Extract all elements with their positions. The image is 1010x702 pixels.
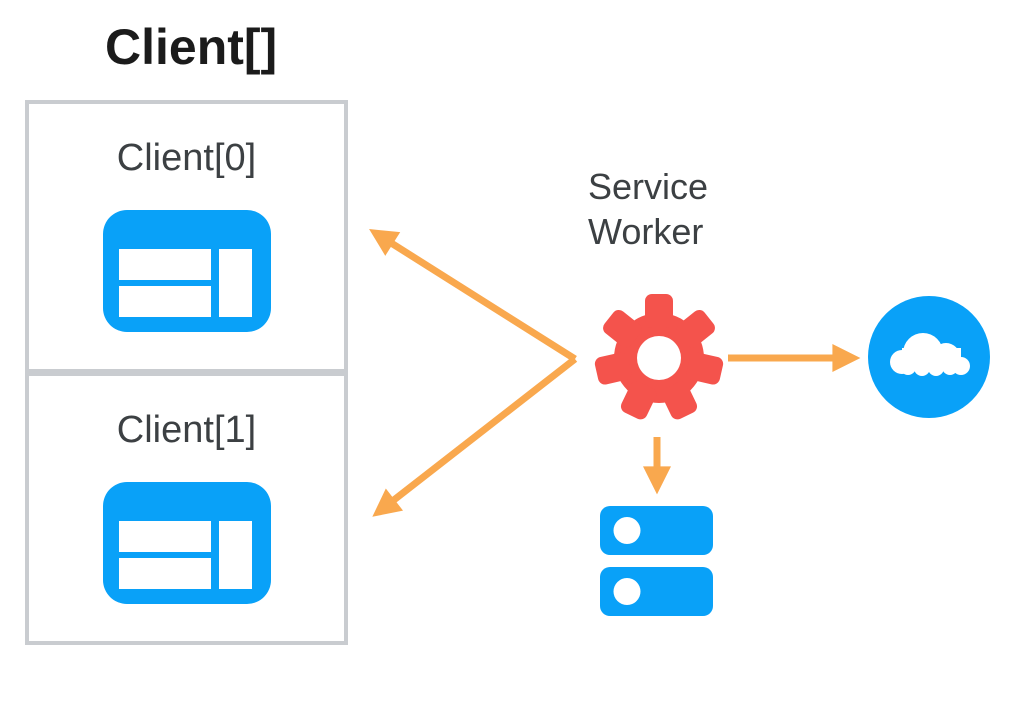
gear-icon — [593, 292, 725, 429]
database-icon — [600, 506, 713, 621]
cloud-icon — [868, 296, 990, 423]
arrow-to-client1 — [372, 356, 578, 517]
arrow-to-client0 — [369, 229, 577, 362]
browser-window-icon — [102, 209, 271, 337]
client-array-box: Client[0] Client[1] — [25, 100, 348, 646]
client-1-cell: Client[1] — [25, 372, 348, 645]
client-0-cell: Client[0] — [25, 100, 348, 373]
browser-window-icon — [102, 481, 271, 609]
service-worker-label: Service Worker — [588, 166, 709, 252]
client-0-label: Client[0] — [116, 136, 257, 179]
client-1-label: Client[1] — [116, 408, 257, 451]
client-array-title: Client[] — [105, 19, 278, 75]
